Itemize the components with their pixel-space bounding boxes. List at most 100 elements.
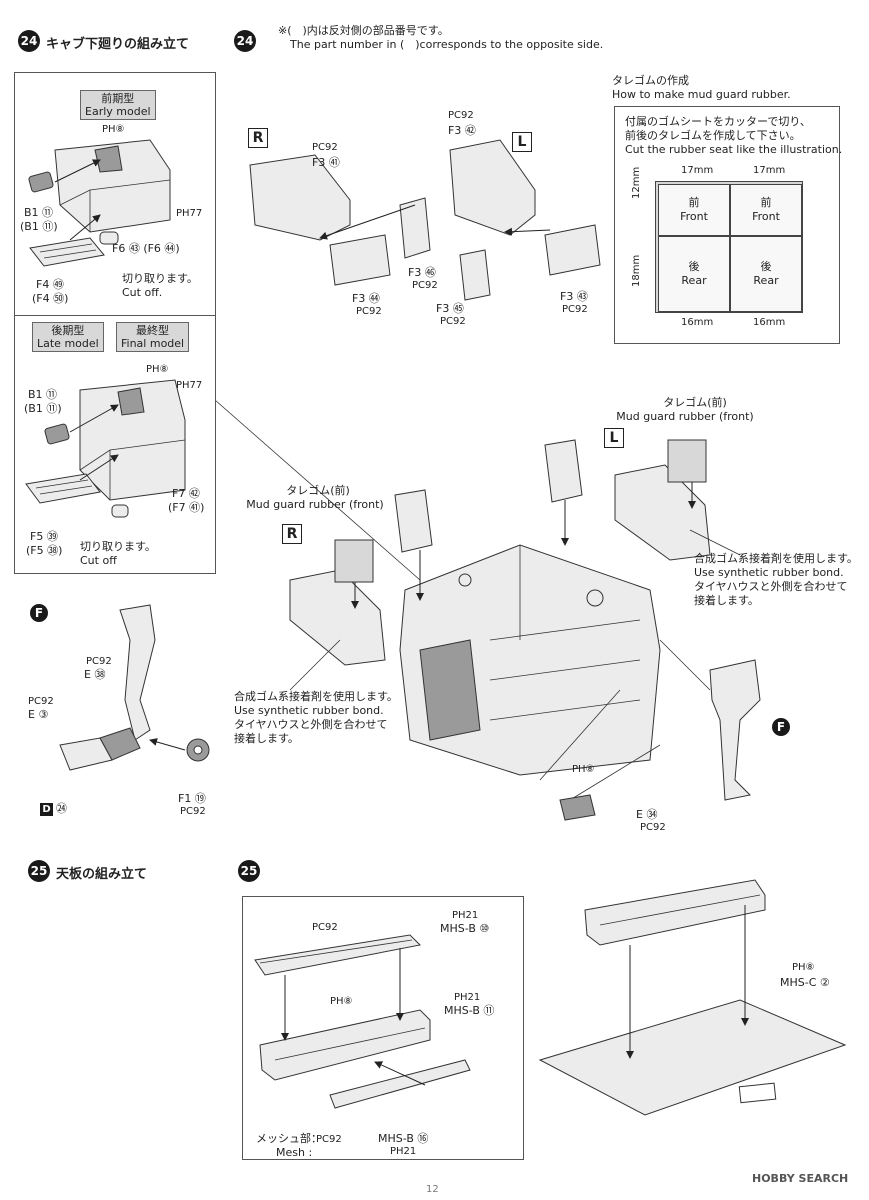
late-b1-plate [44,423,70,445]
step-f-letter: F [34,606,44,620]
l-pc92-label: PC92 [448,110,474,121]
s25-pc92-label: PC92 [312,922,338,933]
step-f-badge: F [30,604,48,622]
s25-mhs-b16-label: MHS-B ⑯ [378,1132,429,1145]
l-side-box-cab: L [604,428,624,448]
step-24-right-badge: 24 [234,30,256,52]
step25-right-floor [538,999,847,1116]
f-e38-label: E ㊳ [84,668,106,681]
d-letter: D [42,804,51,815]
cell-en: Front [680,210,708,223]
s25-ph8-label: PH⑧ [330,996,353,1007]
late-f5-alt-label: (F5 ㊳) [26,544,63,557]
cell-en: Rear [753,274,779,287]
early-ph77-label: PH77 [176,208,203,219]
late-f7-alt-label: (F7 ㊶) [168,501,205,514]
dim-bottom-right: 16mm [753,317,786,328]
early-cut-en: Cut off. [122,286,163,299]
mud-guard-title-jp: タレゴムの作成 [612,74,689,87]
f-pc92b-label: PC92 [28,696,54,707]
r-f3-41-label: F3 ㊶ [312,156,340,169]
late-model-en: Late model [37,337,99,350]
s25-ph8b-label: PH⑧ [792,962,815,973]
step25-base [259,1009,431,1081]
mud-guard-title-en: How to make mud guard rubber. [612,88,791,101]
r-letter-cab: R [286,526,298,542]
late-ph77-label: PH77 [176,380,203,391]
r-side-box-top: R [248,128,268,148]
dim-left-bottom: 18mm [631,254,642,287]
s25-ph21c-label: PH21 [390,1146,417,1157]
late-model-badge: 後期型 Late model [32,322,104,352]
mud-guard-box: 付属のゴムシートをカッターで切り、 前後のタレゴムを作成して下さい。 Cut t… [614,106,843,344]
s25-mesh-jp: メッシュ部： [256,1132,322,1145]
rubber-cell-rear-right: 後 Rear [730,236,802,312]
step-25-badge: 25 [28,860,50,882]
rubber-sheet: 前 Front 前 Front 後 Rear 後 Rear [655,181,803,313]
page-number: 12 [426,1184,439,1195]
model-divider [14,315,216,316]
cell-en: Rear [681,274,707,287]
f-pc92c-label: PC92 [180,806,206,817]
early-b1-label: B1 ⑪ [24,206,54,219]
rubber-cell-rear-left: 後 Rear [658,236,730,312]
step-24-title: キャブ下廻りの組み立て [46,37,190,52]
s25-ph21b-label: PH21 [454,992,481,1003]
l-f3-43-label: F3 ㊸ [560,290,588,303]
cell-jp: 前 [688,196,700,209]
l-letter-cab: L [609,430,619,446]
front-rubber-en-right: Mud guard rubber (front) [616,410,754,423]
cell-en: Front [752,210,780,223]
late-f7-label: F7 ㊷ [172,487,200,500]
watermark: HOBBY SEARCH [752,1172,849,1185]
mud-guard-instr-en: Cut the rubber seat like the illustratio… [625,143,843,156]
early-f4-label: F4 ㊾ [36,278,64,291]
l-f3-42-label: F3 ㊷ [448,124,476,137]
f-e3-label: E ③ [28,708,49,721]
r-f3-46-label: F3 ㊻ [408,266,436,279]
step25-mesh-strip [329,1059,471,1109]
step-number-right: 24 [236,34,254,48]
l-letter-top: L [517,134,527,150]
step-number: 24 [20,34,38,48]
late-b1-alt-label: (B1 ⑪) [24,402,62,415]
r-pc92b-label: PC92 [412,280,438,291]
late-f5-label: F5 ㊴ [30,530,58,543]
cell-jp: 前 [760,196,772,209]
late-b1-label: B1 ⑪ [28,388,58,401]
early-cut-jp: 切り取ります。 [122,272,198,285]
r-fender-parts [249,154,431,286]
r-fender-assembly [289,489,433,666]
leader-line [214,399,421,581]
early-f6-peg [99,231,119,245]
late-f5-grid [25,473,101,504]
s25-mesh-pc-label: PC92 [316,1134,342,1145]
l-pc92b-label: PC92 [440,316,466,327]
front-rubber-en-left: Mud guard rubber (front) [246,498,384,511]
early-model-badge: 前期型 Early model [80,90,156,120]
cab-pc92-label: PC92 [640,822,666,833]
bond-right-jp1: 合成ゴム系接着剤を使用します。 [694,552,858,565]
step-25-right-badge: 25 [238,860,260,882]
rubber-cell-front-right: 前 Front [730,184,802,236]
bond-left-jp3: 接着します。 [234,732,299,745]
rubber-cell-front-left: 前 Front [658,184,730,236]
final-model-badge: 最終型 Final model [116,322,190,352]
l-pc92c-label: PC92 [562,304,588,315]
step25-top-panel [254,934,422,976]
cell-jp: 後 [688,260,700,273]
s25-mesh-en: Mesh : [276,1146,313,1159]
early-f6-label: F6 ㊸ (F6 ㊹) [112,242,180,255]
mud-guard-instr-jp2: 前後のタレゴムを作成して下さい。 [625,129,801,142]
cab-f-letter: F [776,720,786,734]
l-f3-45-label: F3 ㊺ [436,302,464,315]
bond-right-en: Use synthetic rubber bond. [694,566,844,579]
late-model-jp: 後期型 [51,324,85,337]
final-model-en: Final model [121,337,185,350]
late-cut-en: Cut off [80,554,117,567]
cab-body [399,544,661,776]
bond-left-jp2: タイヤハウスと外側を合わせて [234,718,388,731]
late-cut-jp: 切り取ります。 [80,540,156,553]
s25-mhs-b11-label: MHS-B ⑪ [444,1004,495,1017]
